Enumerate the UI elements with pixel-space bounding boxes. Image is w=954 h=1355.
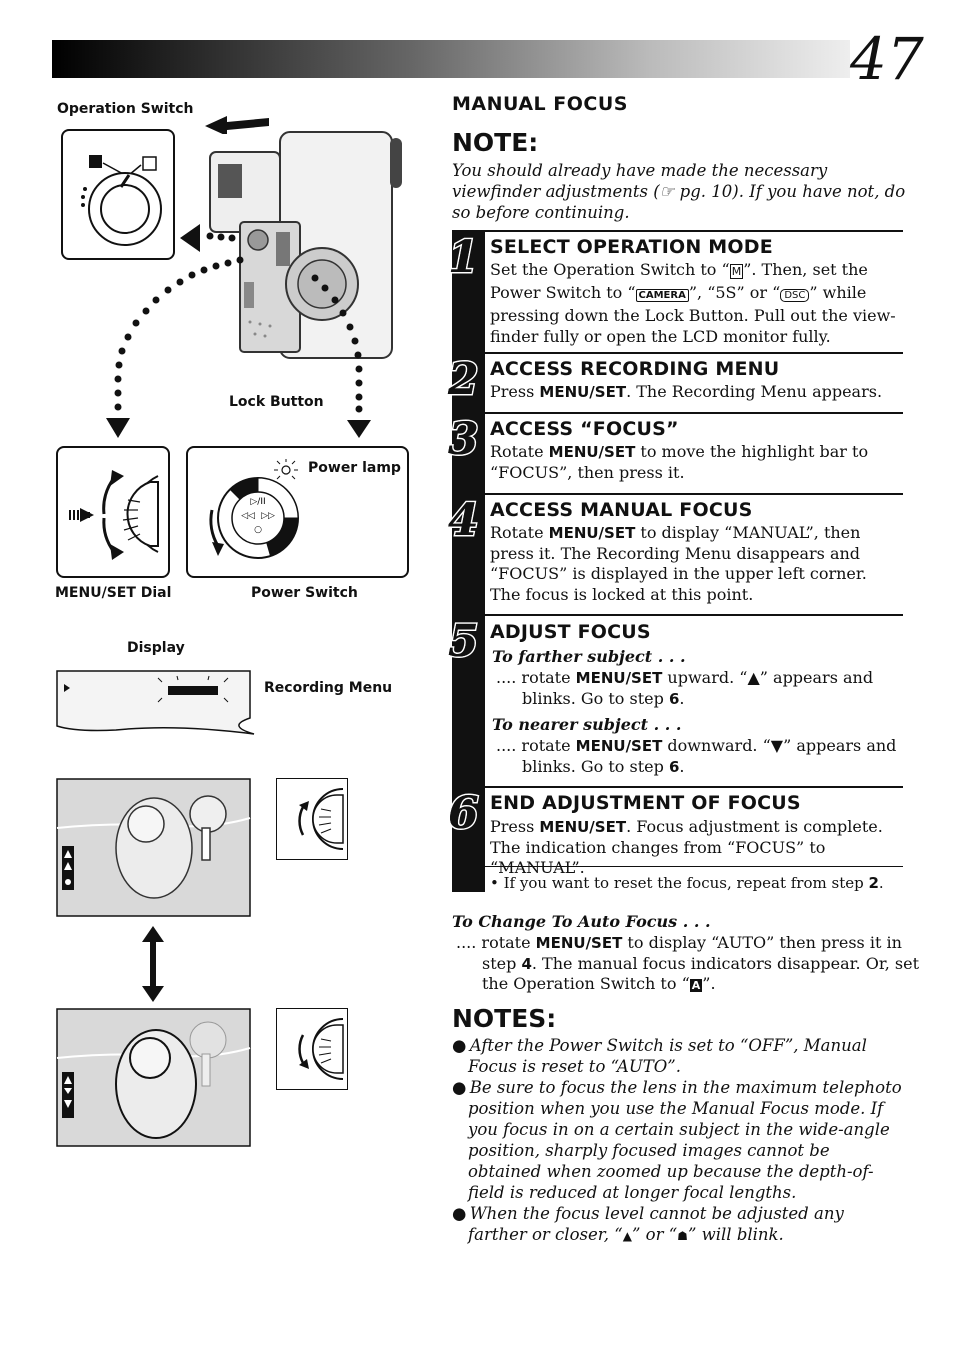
- note-item-2: ● Be sure to focus the lens in the maxim…: [452, 1078, 902, 1202]
- camera-mode-icon: CAMERA: [635, 288, 689, 302]
- double-arrow-icon: [142, 926, 164, 1002]
- reset-note: • If you want to reset the focus, repeat…: [490, 874, 884, 892]
- m-mode-icon: M: [729, 264, 744, 279]
- auto-focus-heading: To Change To Auto Focus . . .: [452, 912, 711, 931]
- section-title: MANUAL FOCUS: [452, 93, 628, 115]
- operation-switch-label: Operation Switch: [57, 101, 194, 117]
- slide-arrow-icon: [205, 116, 269, 134]
- step-title-2: ACCESS RECORDING MENU: [490, 358, 780, 380]
- step-number-1: 1: [447, 231, 481, 285]
- dial-down-illustration: [276, 1008, 348, 1090]
- step-text-1: Set the Operation Switch to “M”. Then, s…: [490, 260, 896, 346]
- page-number: 47: [850, 25, 924, 93]
- step-title-5: ADJUST FOCUS: [490, 621, 651, 643]
- dsc-mode-icon: DSC: [780, 288, 810, 302]
- note-text: You should already have made the necessa…: [452, 161, 906, 222]
- auto-mode-icon: A: [689, 979, 703, 992]
- lock-button-label: Lock Button: [229, 394, 324, 410]
- display-label: Display: [127, 640, 185, 656]
- notes-list: ● After the Power Switch is set to “OFF”…: [452, 1035, 904, 1247]
- menu-set-dial-label: MENU/SET Dial: [55, 585, 172, 601]
- auto-focus-text: .... rotate MENU/SET to display “AUTO” t…: [456, 933, 919, 993]
- dotted-arrows: [106, 224, 371, 438]
- note-item-1: ● After the Power Switch is set to “OFF”…: [452, 1036, 867, 1076]
- step-number-6: 6: [447, 787, 481, 841]
- tree-far-icon: ▲: [622, 1229, 632, 1243]
- note-heading: NOTE:: [452, 128, 539, 157]
- svg-text:▷▷: ▷▷: [261, 511, 275, 521]
- note-item-3: ● When the focus level cannot be adjuste…: [452, 1204, 844, 1244]
- step-text-2: Press MENU/SET. The Recording Menu appea…: [490, 382, 883, 401]
- step-number-5: 5: [447, 615, 481, 669]
- recording-menu-label: Recording Menu: [264, 680, 393, 696]
- step-title-6: END ADJUSTMENT OF FOCUS: [490, 792, 801, 814]
- person-near-icon: ☗: [677, 1229, 688, 1243]
- operation-switch-illustration: [61, 129, 175, 260]
- far-subject-text: .... rotate MENU/SET upward. “▲” appears…: [496, 668, 874, 708]
- step-title-3: ACCESS “FOCUS”: [490, 418, 679, 440]
- step-number-4: 4: [447, 494, 481, 548]
- svg-text:○: ○: [254, 525, 262, 535]
- step-bar: [452, 230, 485, 892]
- step-number-2: 2: [447, 353, 481, 407]
- near-subject-text: .... rotate MENU/SET downward. “▼” appea…: [496, 736, 897, 776]
- svg-text:◁◁: ◁◁: [241, 511, 255, 521]
- viewfinder-near-illustration: [56, 1008, 251, 1147]
- viewfinder-far-illustration: [56, 778, 251, 917]
- far-subject-label: To farther subject . . .: [492, 647, 686, 666]
- power-switch-label: Power Switch: [251, 585, 358, 601]
- step-text-3: Rotate MENU/SET to move the highlight ba…: [490, 442, 869, 482]
- camera-illustration: [209, 131, 402, 359]
- notes-heading: NOTES:: [452, 1004, 557, 1033]
- step-title-4: ACCESS MANUAL FOCUS: [490, 499, 753, 521]
- power-switch-illustration: ▷/II ◁◁ ▷▷ ○: [186, 446, 409, 578]
- step-number-3: 3: [447, 413, 481, 467]
- step-title-1: SELECT OPERATION MODE: [490, 236, 773, 258]
- display-illustration: [56, 670, 255, 735]
- menu-set-dial-illustration: [56, 446, 170, 578]
- dial-up-illustration: [276, 778, 348, 860]
- step-text-6: Press MENU/SET. Focus adjustment is comp…: [490, 817, 883, 877]
- power-lamp-label: Power lamp: [308, 460, 401, 476]
- near-subject-label: To nearer subject . . .: [492, 715, 682, 734]
- step-text-4: Rotate MENU/SET to display “MANUAL”, the…: [490, 523, 867, 604]
- header-bar: [52, 40, 850, 78]
- svg-text:▷/II: ▷/II: [250, 497, 265, 507]
